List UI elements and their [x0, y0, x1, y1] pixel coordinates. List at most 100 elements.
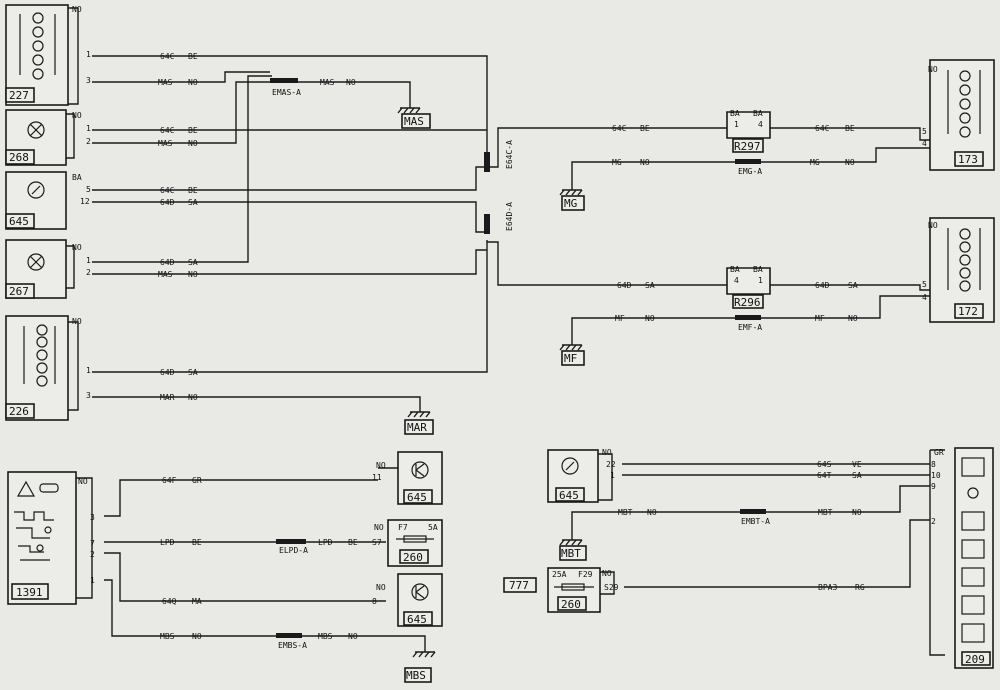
pin-label: BA [730, 265, 740, 274]
svg-text:R297: R297 [734, 140, 761, 153]
component-label: 267 [9, 285, 29, 298]
wire-label: MF [615, 314, 625, 323]
svg-text:777: 777 [509, 579, 529, 592]
wire-label: MBS [318, 632, 333, 641]
pin-label: BA [72, 173, 82, 182]
connector-emg [735, 159, 761, 164]
wire-color: NO [845, 158, 855, 167]
component-645-a: 645 [5, 171, 67, 230]
wire-label: MAS [158, 78, 173, 87]
component-260-a: F7 5A 260 [387, 519, 443, 567]
lamp-stack-icon [23, 324, 56, 387]
wire-color: BE [640, 124, 650, 133]
pin-label: BA [730, 109, 740, 118]
svg-text:MBT: MBT [561, 547, 581, 560]
lamp-stack-icon [947, 228, 981, 292]
svg-text:MF: MF [564, 352, 577, 365]
svg-text:1391: 1391 [16, 586, 43, 599]
svg-text:173: 173 [958, 153, 978, 166]
pin-label: 10 [931, 471, 941, 480]
connector-label: ELPD-A [279, 546, 308, 555]
wire-label: MBT [818, 508, 833, 517]
wire-color: NO [188, 270, 198, 279]
svg-text:E64D-A: E64D-A [505, 202, 514, 231]
pin-label: 3 [90, 513, 95, 522]
wire-label: 64C [160, 186, 175, 195]
component-267: 267 [5, 239, 67, 299]
pin-label: BA [753, 109, 763, 118]
wire-color: NO [346, 78, 356, 87]
ground-icon [559, 344, 583, 351]
pin-label: NO [72, 111, 82, 120]
pin-label: NO [602, 569, 612, 578]
pin-label: 8 [931, 460, 936, 469]
svg-text:MAS: MAS [404, 115, 424, 128]
component-226: 226 [5, 315, 69, 421]
wire-color: BE [188, 126, 198, 135]
lamp-icon [27, 253, 45, 271]
wire-color: NO [852, 508, 862, 517]
pin-label: BA [753, 265, 763, 274]
pin-label: NO [376, 583, 386, 592]
ground-icon [559, 189, 583, 196]
wire-color: NO [348, 632, 358, 641]
component-label: 226 [9, 405, 29, 418]
wire-color: SA [188, 258, 198, 267]
relay-icon [726, 111, 771, 139]
relay-icon [726, 267, 771, 295]
pin-label: 7 [90, 539, 95, 548]
pin-label: 12 [80, 197, 90, 206]
wire-label: MG [612, 158, 622, 167]
wire-color: NO [188, 78, 198, 87]
pin-label: 1 [86, 366, 91, 375]
pin-label: 9 [931, 482, 936, 491]
wire-label: 64D [160, 198, 175, 207]
connector-label: EMF-A [738, 323, 762, 332]
wire-color: SA [848, 281, 858, 290]
pin-label: NO [72, 243, 82, 252]
svg-text:645: 645 [407, 613, 427, 626]
relay-icon [411, 461, 429, 479]
wire-label: MAS [320, 78, 335, 87]
ground-mbt: MBT [559, 539, 587, 561]
pin-label: 1 [610, 471, 615, 480]
pin-label: 2 [86, 268, 91, 277]
wire-color: BE [348, 538, 358, 547]
lamp-stack-icon [947, 70, 981, 138]
relay-r296: BA BA 4 1 R296 [726, 265, 771, 309]
wire-color: NO [645, 314, 655, 323]
switch-icon [561, 457, 579, 475]
component-173: 173 [929, 59, 995, 171]
pin-label: NO [928, 221, 938, 230]
pin-label: NO [78, 477, 88, 486]
svg-text:172: 172 [958, 305, 978, 318]
wire-color: NO [848, 314, 858, 323]
wire-label: MG [810, 158, 820, 167]
wire-color: SA [188, 368, 198, 377]
pin-label: 1 [86, 50, 91, 59]
wire-label: 64C [160, 126, 175, 135]
wire-label: 64D [815, 281, 830, 290]
svg-text:E64C-A: E64C-A [505, 140, 514, 169]
svg-text:R296: R296 [734, 296, 761, 309]
pin-label: 3 [86, 391, 91, 400]
pin-label: 2 [86, 137, 91, 146]
pin-label: GR [934, 448, 944, 457]
pin-label: 4 [922, 139, 927, 148]
wire-label: 64C [815, 124, 830, 133]
ground-mar: MAR [404, 411, 434, 435]
pin-label: 1 [758, 276, 763, 285]
wire-label: MAS [158, 139, 173, 148]
component-645-b: 645 [397, 451, 443, 505]
svg-text:260: 260 [403, 551, 423, 564]
pin-label: 5 [922, 280, 927, 289]
pin-label: 1 [86, 124, 91, 133]
wire-label: 64D [617, 281, 632, 290]
pin-label: 25A [552, 570, 567, 579]
svg-text:MBS: MBS [406, 669, 426, 682]
wire-color: NO [188, 393, 198, 402]
wire-color: NO [192, 632, 202, 641]
component-227: 227 [5, 4, 69, 106]
wire-color: NO [188, 139, 198, 148]
